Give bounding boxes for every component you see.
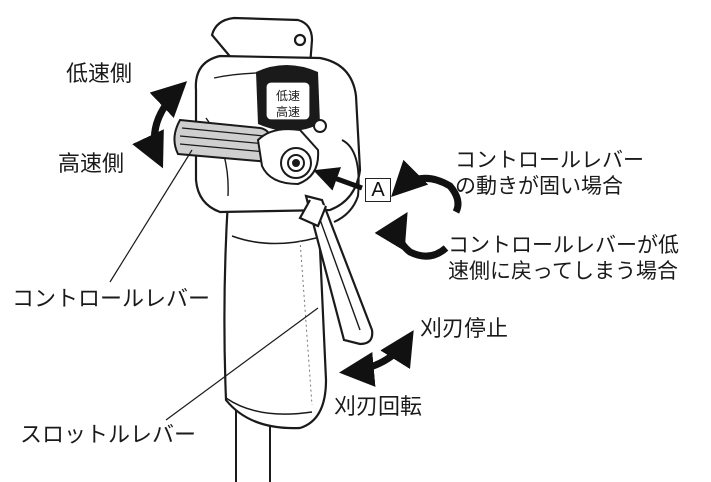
label-lever-returns-line1: コントロールレバーが低 [448,233,679,257]
tighten-arrow [391,159,462,214]
label-high-speed-side: 高速側 [58,152,125,177]
loosen-arrow [374,211,449,260]
label-lever-stiff: コントロールレバー の動きが固い場合 [455,148,644,199]
label-low-speed-side: 低速側 [66,62,133,87]
speed-dial: 低速 高速 [256,65,320,131]
dial-text-high: 高速 [276,104,300,119]
speed-direction-arrow [132,81,188,169]
label-blade-rotate: 刈刃回転 [334,395,423,420]
leader-lines [109,149,319,421]
marker-a: A [365,178,391,202]
label-lever-stiff-line2: の動きが固い場合 [455,173,623,198]
label-control-lever: コントロールレバー [12,287,211,312]
grip [223,198,328,430]
label-blade-stop: 刈刃停止 [420,317,509,342]
label-lever-stiff-line1: コントロールレバー [455,148,644,172]
label-lever-returns: コントロールレバーが低 速側に戻ってしまう場合 [448,233,679,284]
dial-text-low: 低速 [276,89,300,103]
throttle-direction-arrow [339,330,414,387]
pointer-arrow-a [313,167,363,191]
pivot-screw [256,119,327,186]
label-throttle-lever: スロットルレバー [20,423,197,448]
label-lever-returns-line2: 速側に戻ってしまう場合 [448,258,678,283]
